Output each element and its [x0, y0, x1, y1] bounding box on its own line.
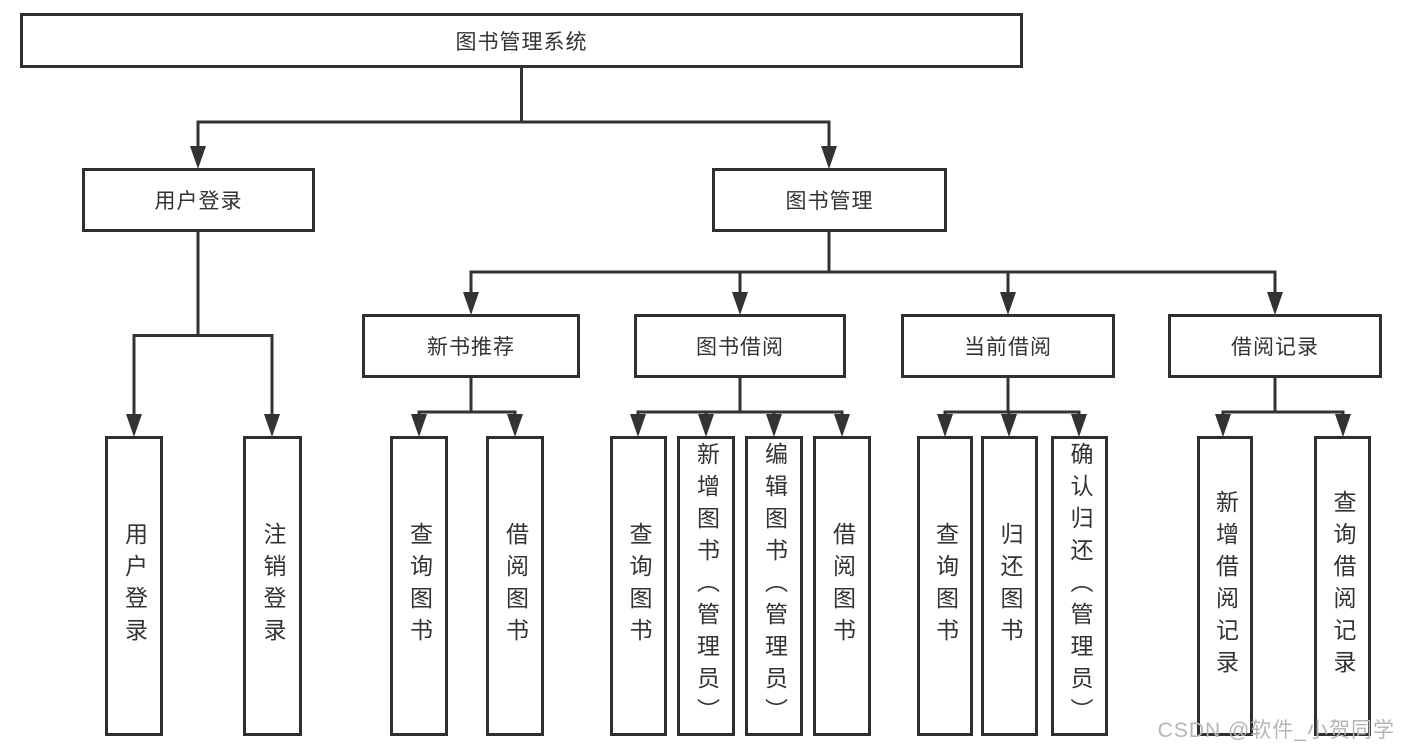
- node-library-management-system: 图书管理系统: [20, 13, 1023, 68]
- watermark-text: CSDN @软件_小贺同学: [1157, 719, 1395, 742]
- node-label: 图书管理: [785, 190, 874, 213]
- leaf-query-borrow-record: 查询借阅记录: [1314, 436, 1371, 736]
- node-label: 图书借阅: [696, 336, 784, 359]
- node-label: 归还图书: [997, 522, 1023, 650]
- node-current-borrow: 当前借阅: [901, 314, 1115, 378]
- node-label: 用户登录: [121, 522, 148, 650]
- node-label: 新增图书（管理员）: [693, 442, 720, 730]
- node-label: 用户登录: [154, 190, 243, 213]
- leaf-borrow-books-recommend: 借阅图书: [486, 436, 544, 736]
- node-label: 借阅图书: [502, 522, 529, 650]
- node-label: 新书推荐: [427, 336, 515, 359]
- node-new-book-recommend: 新书推荐: [362, 314, 580, 378]
- node-label: 查询图书: [932, 522, 959, 650]
- leaf-add-borrow-record: 新增借阅记录: [1197, 436, 1253, 736]
- node-borrow-records: 借阅记录: [1168, 314, 1382, 378]
- node-label: 借阅图书: [829, 522, 856, 650]
- node-label: 查询借阅记录: [1330, 490, 1356, 682]
- node-label: 查询图书: [406, 522, 433, 650]
- leaf-return-books: 归还图书: [981, 436, 1038, 736]
- leaf-edit-books-admin: 编辑图书（管理员）: [745, 436, 803, 736]
- node-user-login: 用户登录: [82, 168, 315, 232]
- node-book-borrow: 图书借阅: [634, 314, 846, 378]
- leaf-logout: 注销登录: [243, 436, 302, 736]
- node-label: 新增借阅记录: [1212, 490, 1239, 682]
- node-label: 借阅记录: [1231, 336, 1319, 359]
- node-label: 编辑图书（管理员）: [761, 442, 788, 730]
- leaf-query-books-recommend: 查询图书: [390, 436, 448, 736]
- node-label: 图书管理系统: [455, 30, 588, 54]
- leaf-user-login: 用户登录: [105, 436, 163, 736]
- node-label: 注销登录: [260, 522, 286, 650]
- leaf-confirm-return-admin: 确认归还（管理员）: [1051, 436, 1108, 736]
- leaf-add-books-admin: 新增图书（管理员）: [677, 436, 735, 736]
- leaf-borrow-books: 借阅图书: [813, 436, 871, 736]
- leaf-query-books-current: 查询图书: [917, 436, 973, 736]
- node-label: 确认归还（管理员）: [1067, 442, 1093, 730]
- leaf-query-books-borrow: 查询图书: [610, 436, 667, 736]
- node-book-management: 图书管理: [712, 168, 947, 232]
- node-label: 当前借阅: [964, 336, 1052, 359]
- node-label: 查询图书: [626, 522, 652, 650]
